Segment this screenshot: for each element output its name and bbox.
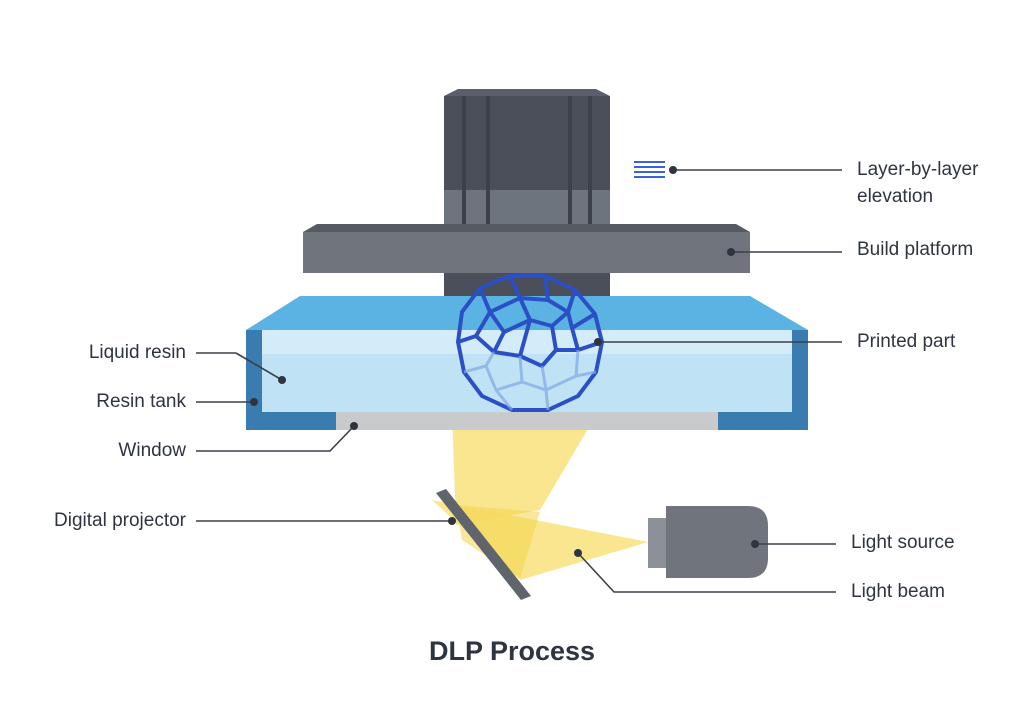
light-beam-vertical: [452, 412, 598, 525]
label-liquid-resin: Liquid resin: [88, 342, 186, 363]
label-light-beam: Light beam: [851, 581, 946, 602]
label-window: Window: [118, 440, 186, 461]
label-light-source: Light source: [851, 532, 955, 553]
leader-dots: [250, 166, 759, 557]
diagram-title: DLP Process: [428, 636, 596, 666]
light-beam-overlap: [456, 505, 540, 578]
leader-lines: [196, 169, 842, 593]
light-source: [648, 506, 768, 578]
layers-icon: [634, 161, 665, 178]
label-layer-elevation-line1: Layer-by-layer: [857, 159, 979, 180]
label-resin-tank: Resin tank: [96, 391, 186, 412]
label-layer-elevation-line2: elevation: [857, 186, 934, 207]
label-digital-projector: Digital projector: [54, 510, 186, 531]
build-platform: [303, 224, 750, 273]
label-printed-part: Printed part: [857, 331, 956, 352]
digital-projector: [436, 489, 531, 600]
printed-part-submerged: [463, 349, 597, 411]
label-build-platform: Build platform: [857, 239, 974, 260]
